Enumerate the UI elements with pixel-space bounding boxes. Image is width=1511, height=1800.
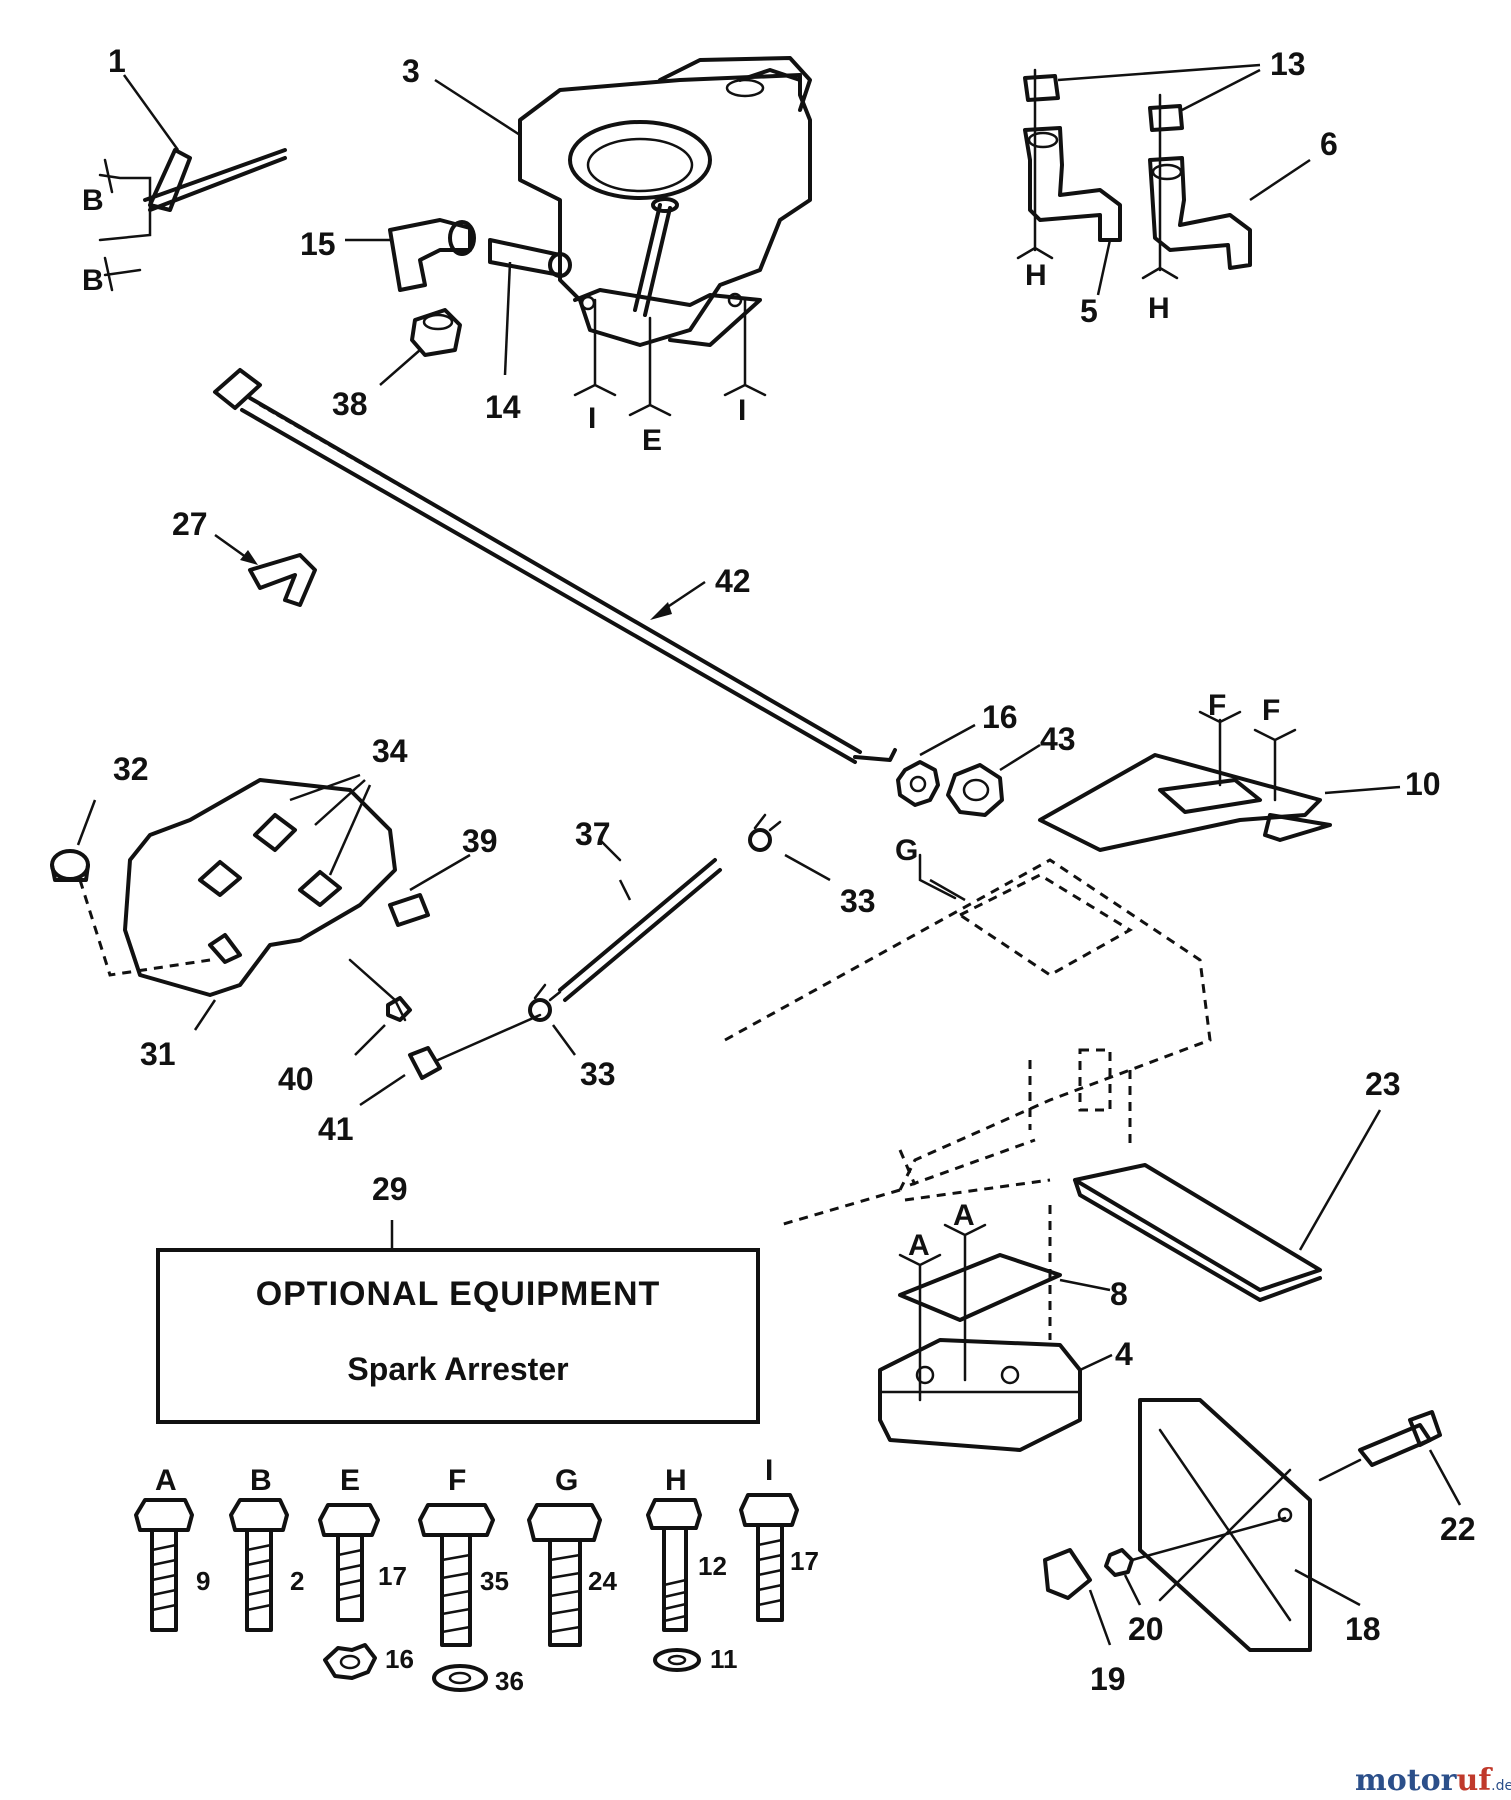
legend-letter-I: I: [765, 1454, 773, 1487]
callout-4: 4: [1115, 1336, 1133, 1372]
part-16-lockwasher: [896, 723, 976, 807]
callout-13: 13: [1270, 46, 1306, 82]
legend-part-35: 35: [480, 1566, 509, 1596]
fastener-letter-I: I: [738, 394, 746, 427]
legend-washer-11: 11: [710, 1644, 738, 1674]
callout-6: 6: [1320, 126, 1338, 162]
part-4-muffler: [878, 1338, 1113, 1452]
part-27-clip: [214, 533, 317, 607]
part-5-pipe: [1016, 68, 1122, 296]
motoruf-watermark-logo: motoruf.de: [1355, 1763, 1511, 1798]
spark-arrester-label: Spark Arrester: [347, 1351, 568, 1387]
legend-letter-B: B: [250, 1464, 272, 1497]
part-22-bolt: [1318, 1410, 1462, 1506]
fastener-letter-G: G: [895, 834, 918, 867]
part-3-engine: [434, 56, 812, 347]
legend-washer-16: 16: [385, 1644, 414, 1674]
part-1-clamp: [98, 74, 287, 292]
legend-part-2: 2: [290, 1566, 304, 1596]
callout-23: 23: [1365, 1066, 1401, 1102]
callout-16: 16: [982, 699, 1018, 735]
fastener-letter-A: A: [953, 1199, 975, 1232]
part-41-valve: [359, 1013, 542, 1107]
callout-42: 42: [715, 563, 751, 599]
callout-39: 39: [462, 823, 498, 859]
callout-15: 15: [300, 226, 336, 262]
part-38-plug: [379, 308, 462, 386]
part-10-plate: [1038, 710, 1401, 852]
part-15-elbow: [345, 218, 476, 292]
watermark-tld: .de: [1491, 1778, 1511, 1794]
engine-mount-bolts: [573, 298, 767, 417]
optional-equipment-title: OPTIONAL EQUIPMENT: [256, 1275, 661, 1313]
part-20-nut: [1104, 1516, 1287, 1606]
svg-text:motoruf.de: motoruf.de: [1355, 1763, 1511, 1798]
part-37-fuel-line: [558, 838, 722, 1002]
callout-29: 29: [372, 1171, 408, 1207]
fastener-letter-F: F: [1208, 689, 1226, 722]
part-33-clamp: [528, 983, 577, 1056]
callout-33: 33: [840, 883, 876, 919]
legend-part-12: 12: [698, 1551, 727, 1581]
legend-letter-E: E: [340, 1464, 360, 1497]
part-14-tube: [488, 238, 572, 376]
part-31-fuel-tank: [123, 773, 397, 1031]
callout-19: 19: [1090, 1661, 1126, 1697]
callout-3: 3: [402, 53, 420, 89]
part-13-gaskets: [1023, 63, 1261, 132]
callout-20: 20: [1128, 1611, 1164, 1647]
callout-38: 38: [332, 386, 368, 422]
fastener-legend: A 9 B 2 E 17 16 F 35 36 G 24: [134, 1454, 819, 1696]
callout-34: 34: [372, 733, 408, 769]
fastener-letter-F: F: [1262, 694, 1280, 727]
callout-1: 1: [108, 43, 126, 79]
part-6-pipe: [1141, 93, 1311, 280]
fastener-letter-I: I: [588, 402, 596, 435]
fastener-letter-B: B: [82, 184, 104, 217]
part-8-bracket: [898, 1205, 1111, 1402]
legend-letter-G: G: [555, 1464, 578, 1497]
legend-part-9: 9: [196, 1566, 210, 1596]
legend-letter-F: F: [448, 1464, 466, 1497]
legend-part-17: 17: [790, 1546, 819, 1576]
callout-41: 41: [318, 1111, 354, 1147]
fastener-letter-B: B: [82, 264, 104, 297]
legend-washer-36: 36: [495, 1666, 524, 1696]
callout-22: 22: [1440, 1511, 1476, 1547]
callout-43: 43: [1040, 721, 1076, 757]
callout-31: 31: [140, 1036, 176, 1072]
callout-5: 5: [1080, 293, 1098, 329]
watermark-brand-b: uf: [1456, 1763, 1493, 1798]
legend-letter-A: A: [155, 1464, 177, 1497]
callout-10: 10: [1405, 766, 1441, 802]
callout-33: 33: [580, 1056, 616, 1092]
part-32-cap: [50, 799, 211, 977]
optional-equipment-box: [156, 1248, 760, 1424]
fastener-letter-E: E: [642, 424, 662, 457]
watermark-brand-a: motor: [1355, 1763, 1458, 1798]
part-23-deflector: [1073, 1109, 1382, 1302]
part-39-pad: [388, 853, 471, 927]
part-43-nut: [946, 743, 1041, 817]
part-42-cable: [213, 368, 897, 764]
fastener-letter-A: A: [908, 1229, 930, 1262]
part-19-clip: [1043, 1548, 1112, 1646]
callout-27: 27: [172, 506, 208, 542]
part-40-fitting: [348, 958, 412, 1056]
part-33-clamp: [748, 813, 831, 882]
chassis-outline: [724, 853, 1212, 1227]
legend-part-24: 24: [588, 1566, 617, 1596]
callout-40: 40: [278, 1061, 314, 1097]
callout-32: 32: [113, 751, 149, 787]
callout-18: 18: [1345, 1611, 1381, 1647]
fastener-letter-H: H: [1025, 259, 1047, 292]
callout-8: 8: [1110, 1276, 1128, 1312]
fastener-letter-H: H: [1148, 292, 1170, 325]
callout-14: 14: [485, 389, 521, 425]
legend-part-17: 17: [378, 1561, 407, 1591]
legend-letter-H: H: [665, 1464, 687, 1497]
callout-37: 37: [575, 816, 611, 852]
part-18-guard: [1138, 1398, 1361, 1652]
